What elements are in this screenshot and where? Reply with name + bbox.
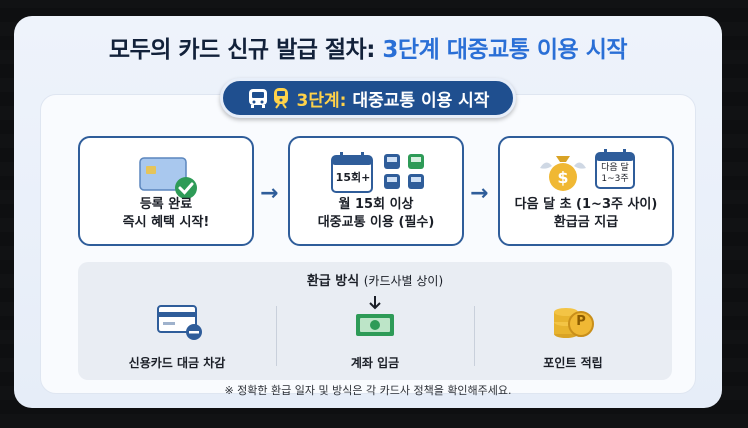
step-usage-text: 월 15회 이상 대중교통 이용 (필수) bbox=[290, 196, 462, 232]
arrow-icon: → bbox=[470, 181, 489, 206]
refund-section: 환급 방식 (카드사별 상이) 신용카드 대금 차감 bbox=[78, 262, 672, 380]
page-title: 모두의 카드 신규 발급 절차: 3단계 대중교통 이용 시작 bbox=[14, 30, 722, 64]
step-line: 등록 완료 bbox=[139, 197, 193, 212]
step-line: 월 15회 이상 bbox=[338, 197, 414, 212]
method-points: P 포인트 적립 bbox=[474, 302, 672, 374]
calendar-icon: 15회+ bbox=[330, 150, 376, 194]
step-banner: 3단계: 대중교통 이용 시작 bbox=[220, 78, 516, 118]
credit-card-minus-icon bbox=[156, 302, 206, 342]
money-bag-icon: $ bbox=[538, 148, 588, 194]
calendar-badge: 15회+ bbox=[335, 171, 371, 184]
bus-train-icon bbox=[247, 87, 291, 109]
cash-deposit-icon bbox=[352, 294, 398, 342]
refund-subtitle: (카드사별 상이) bbox=[363, 274, 444, 288]
step-refund: $ 다음 달 1~3주 다음 달 초 (1~3주 사이) 환급금 지급 bbox=[498, 136, 674, 246]
bus-train-grid-icon bbox=[382, 152, 428, 192]
refund-title-text: 환급 방식 bbox=[306, 274, 360, 289]
step-line: 다음 달 초 (1~3주 사이) bbox=[514, 197, 658, 212]
title-prefix: 모두의 카드 신규 발급 절차: bbox=[108, 37, 383, 63]
method-label: 계좌 입금 bbox=[350, 356, 400, 370]
step-line: 대중교통 이용 (필수) bbox=[317, 215, 435, 230]
step-usage: 15회+ 월 15회 이상 대중교통 이용 (필수) bbox=[288, 136, 464, 246]
step-refund-text: 다음 달 초 (1~3주 사이) 환급금 지급 bbox=[500, 196, 672, 232]
calendar-icon: 다음 달 1~3주 bbox=[594, 148, 636, 190]
banner-step: 3단계: bbox=[296, 90, 347, 111]
info-card: 모두의 카드 신규 발급 절차: 3단계 대중교통 이용 시작 3단계: 대중교… bbox=[14, 16, 722, 408]
step-line: 즉시 혜택 시작! bbox=[122, 215, 210, 230]
method-label: 신용카드 대금 차감 bbox=[128, 356, 226, 370]
method-credit-card: 신용카드 대금 차감 bbox=[78, 302, 276, 374]
banner-label: 대중교통 이용 시작 bbox=[352, 90, 490, 111]
point-symbol: P bbox=[576, 314, 586, 329]
calendar-bottom-text: 1~3주 bbox=[601, 174, 629, 184]
divider bbox=[474, 306, 475, 366]
svg-text:$: $ bbox=[557, 168, 568, 187]
method-bank-deposit: 계좌 입금 bbox=[276, 296, 474, 374]
footnote: ※ 정확한 환급 일자 및 방식은 각 카드사 정책을 확인해주세요. bbox=[224, 384, 512, 397]
coin-point-icon: P bbox=[550, 296, 596, 342]
title-accent: 3단계 대중교통 이용 시작 bbox=[382, 37, 628, 63]
divider bbox=[276, 306, 277, 366]
refund-title: 환급 방식 (카드사별 상이) bbox=[78, 270, 672, 289]
step-registration-text: 등록 완료 즉시 혜택 시작! bbox=[80, 196, 252, 232]
step-line: 환급금 지급 bbox=[553, 215, 619, 230]
card-check-icon bbox=[138, 154, 200, 202]
step-registration: 등록 완료 즉시 혜택 시작! bbox=[78, 136, 254, 246]
arrow-icon: → bbox=[260, 181, 279, 206]
calendar-top-text: 다음 달 bbox=[601, 163, 629, 173]
method-label: 포인트 적립 bbox=[543, 356, 603, 370]
